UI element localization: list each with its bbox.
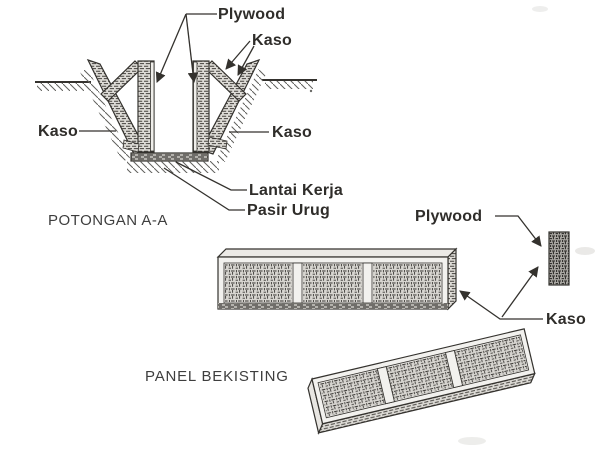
leader-kaso-panel xyxy=(459,266,543,320)
leader-plywood-panel xyxy=(495,215,542,247)
label-plywood-panel: Plywood xyxy=(415,208,483,225)
scan-smudge xyxy=(532,6,548,12)
panel1-sheet-1 xyxy=(225,264,292,302)
leader-arrow-panel-edge xyxy=(459,290,543,320)
panel1-sheet-3 xyxy=(373,264,441,302)
slope-soil-hatch-left xyxy=(80,68,130,162)
lantai-kerja-board xyxy=(130,152,209,162)
formwork-post-left xyxy=(137,60,155,153)
panel2-sheet-1 xyxy=(319,369,386,417)
panel-bekisting-figure xyxy=(216,6,595,445)
leader-plywood-cross-section xyxy=(155,13,217,84)
post-right-plywood-face xyxy=(193,61,198,152)
ground-hatch-right xyxy=(265,81,313,89)
formwork-post-right xyxy=(192,60,210,153)
scan-speck xyxy=(309,89,313,93)
leader-arrow-plywood-piece xyxy=(501,266,539,318)
panel1-top-face xyxy=(216,248,458,258)
ground-surface-right xyxy=(262,79,317,93)
post-left-plywood-face xyxy=(150,61,155,152)
bottom-block-left xyxy=(122,139,140,153)
cross-section-figure xyxy=(35,13,317,211)
leader-kaso-brace xyxy=(225,40,255,76)
panel1-divider-1 xyxy=(292,262,303,304)
label-kaso-panel: Kaso xyxy=(546,311,586,328)
slope-soil-hatch-right xyxy=(217,68,267,162)
pasir-urug-layer xyxy=(127,161,219,173)
label-lantai-kerja: Lantai Kerja xyxy=(249,182,343,199)
formwork-panel-front xyxy=(216,247,458,311)
bottom-block-right xyxy=(207,136,228,150)
ground-surface-left xyxy=(35,81,91,91)
panel1-sheet-2 xyxy=(303,264,362,302)
leader-arrow-left-post xyxy=(155,13,187,83)
section-title-panel-bekisting: PANEL BEKISTING xyxy=(145,368,289,385)
panel2-inner-frame xyxy=(317,334,530,419)
plywood-piece xyxy=(548,231,570,286)
formwork-panel-tilted xyxy=(307,328,536,435)
leader-arrow-brace-2 xyxy=(237,45,255,76)
panel2-sheet-2 xyxy=(386,353,454,401)
label-kaso-brace: Kaso xyxy=(252,32,292,49)
label-pasir-urug: Pasir Urug xyxy=(247,202,330,219)
leader-arrow-brace-1 xyxy=(225,40,251,70)
panel2-divider-2 xyxy=(445,350,464,389)
panel1-bottom-rail xyxy=(218,303,448,309)
label-kaso-right: Kaso xyxy=(272,124,312,141)
panel2-divider-1 xyxy=(376,366,395,405)
leader-lantai-kerja xyxy=(175,161,247,191)
leader-arrow-right-post xyxy=(185,13,199,84)
scan-smudge xyxy=(575,247,595,255)
leader-pasir-urug xyxy=(163,167,245,211)
panel2-sheet-3 xyxy=(454,336,528,385)
panel1-right-face xyxy=(447,247,457,311)
panel1-inner-frame xyxy=(223,262,443,304)
panel1-divider-2 xyxy=(362,262,373,304)
label-kaso-left: Kaso xyxy=(38,123,78,140)
scan-smudge xyxy=(458,437,486,445)
section-title-potongan-a-a: POTONGAN A-A xyxy=(48,212,168,229)
ground-hatch-left xyxy=(37,83,89,91)
label-plywood-cross-section: Plywood xyxy=(218,6,286,23)
